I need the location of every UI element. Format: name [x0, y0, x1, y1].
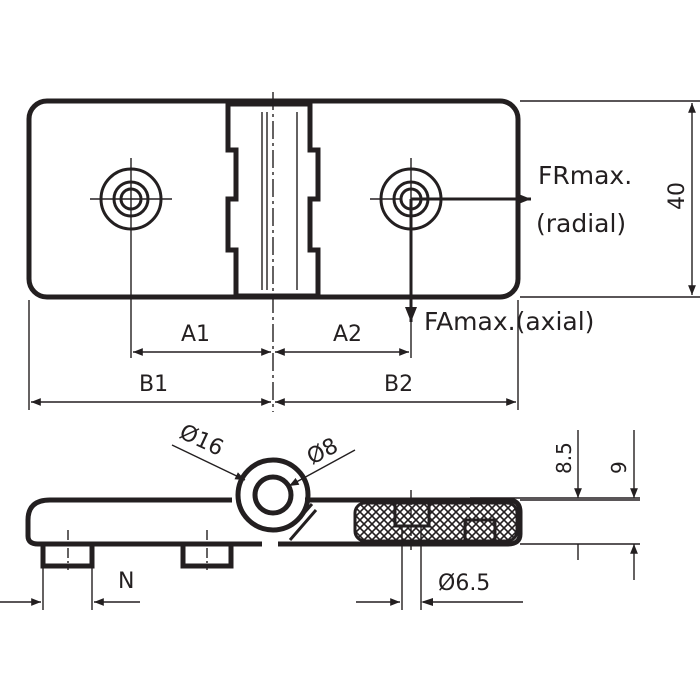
knuckle-outline [225, 101, 321, 299]
a2-label: A2 [333, 322, 362, 347]
radial-force-label: FRmax. [538, 161, 632, 190]
counterbore-hole [463, 518, 497, 543]
dia8-label: Ø8 [303, 434, 342, 471]
pin-circle [252, 474, 294, 516]
b1-label: B1 [139, 372, 168, 397]
dia16-label: Ø16 [175, 420, 227, 462]
left-mounting-hole [90, 158, 172, 358]
radial-force-sublabel: (radial) [536, 209, 626, 238]
n-label: N [118, 569, 134, 594]
h85-label: 8.5 [552, 442, 576, 474]
leaf-section-hatch [355, 503, 517, 541]
height-40-label: 40 [665, 182, 690, 210]
h9-label: 9 [607, 461, 631, 474]
dia65-label: Ø6.5 [438, 571, 490, 596]
countersink-hole [393, 498, 431, 528]
a1-label: A1 [181, 322, 210, 347]
side-view: Ø16 Ø8 8.5 9 Ø6.5 N [0, 420, 640, 610]
axial-force-label: FAmax.(axial) [424, 307, 594, 336]
knuckle-outer-circle [235, 457, 311, 533]
dia8-leader [288, 449, 356, 487]
top-view: FRmax. (radial) FAmax.(axial) 40 A1 A2 B… [26, 92, 700, 412]
dia16-leader [171, 444, 246, 481]
b2-label: B2 [384, 372, 413, 397]
left-leaf-outline [25, 497, 262, 547]
